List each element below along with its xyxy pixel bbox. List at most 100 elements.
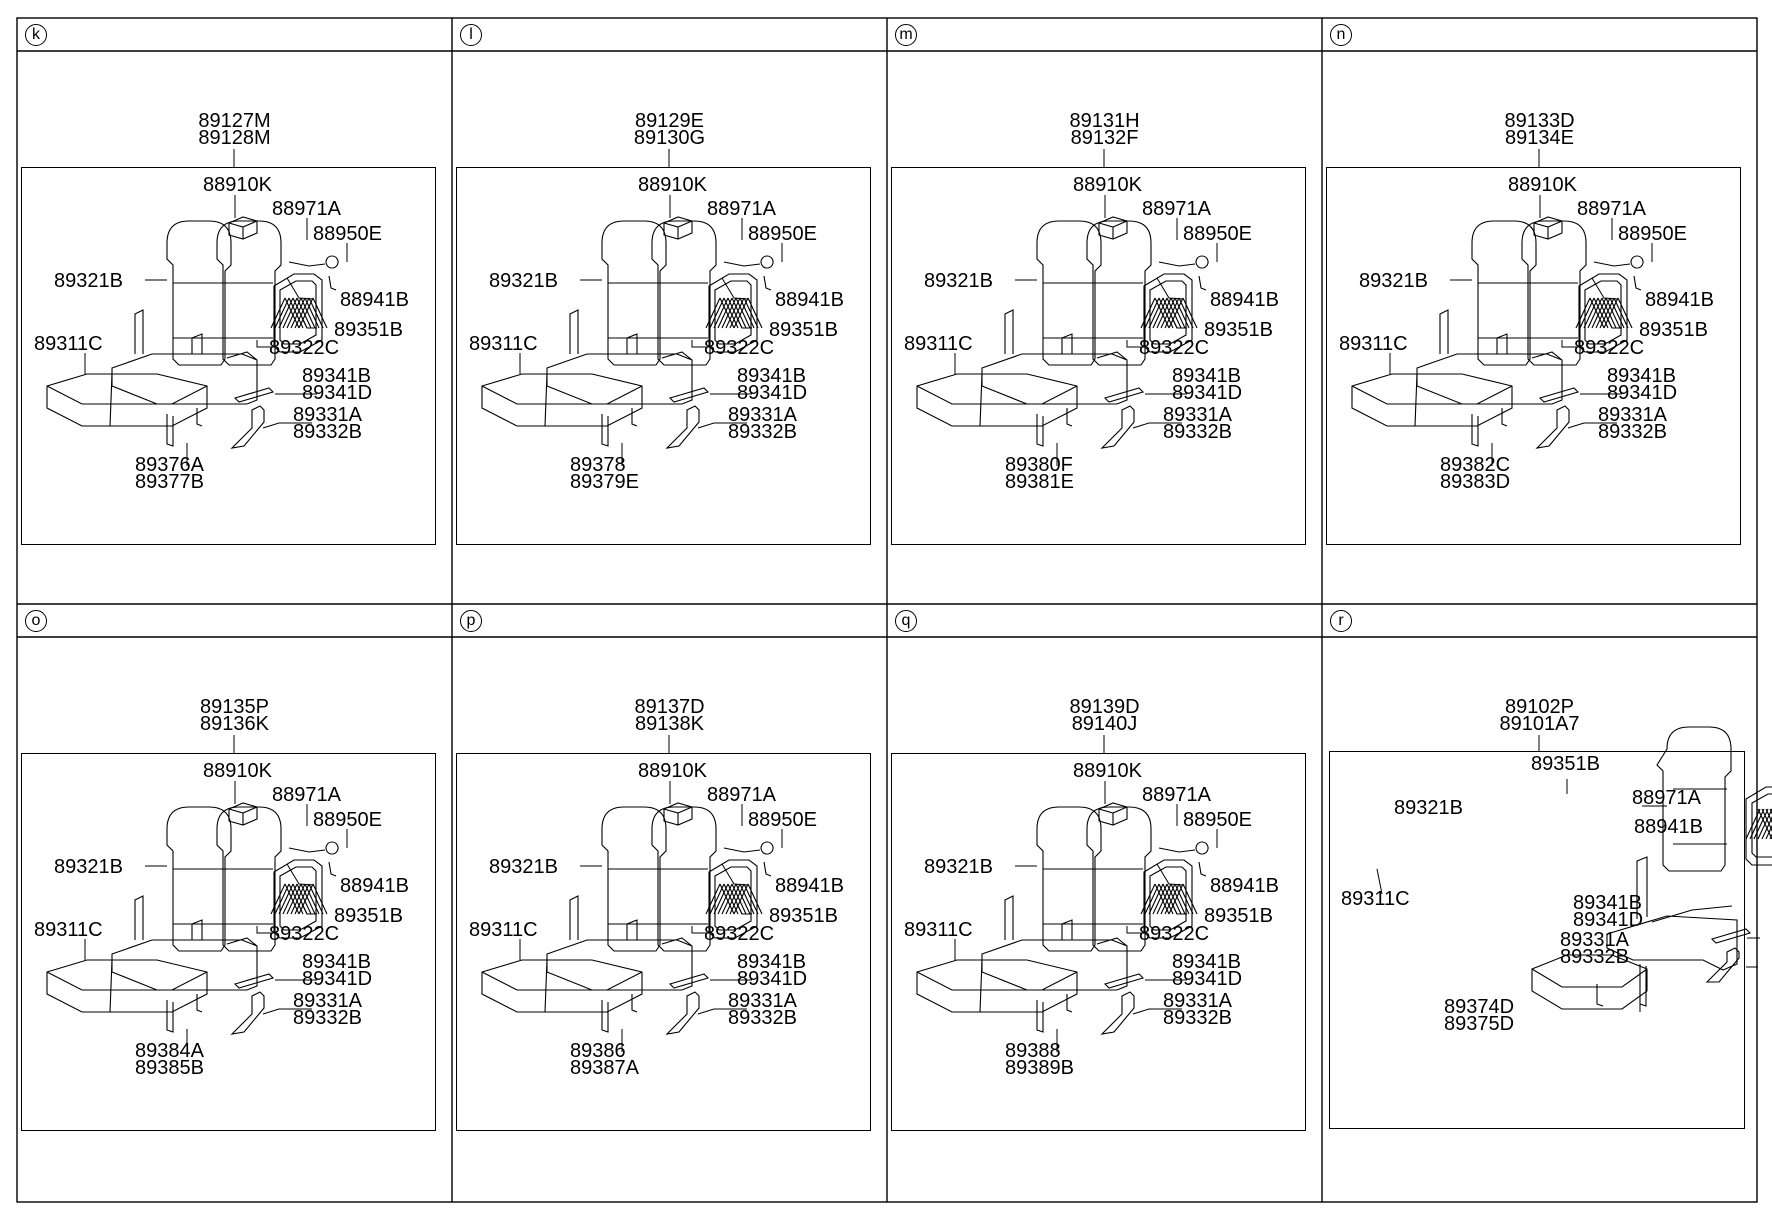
seat-back-left-shape	[601, 806, 667, 952]
assembly-number-primary: 89102P	[1505, 696, 1574, 718]
panel-letter-badge: p	[460, 610, 482, 632]
back-panel-shape	[1578, 273, 1628, 353]
side-cover-shape	[230, 405, 265, 449]
panel-illustration	[481, 735, 783, 1052]
assembly-number-secondary: 89132F	[1070, 127, 1139, 149]
net-pocket-shape	[270, 883, 328, 915]
part-label-bracket-a: 89341B	[737, 365, 806, 387]
seat-back-right-shape	[1086, 806, 1152, 952]
base-part-number-primary: 89376A	[135, 454, 204, 476]
part-label-headrest: 88910K	[638, 760, 707, 782]
part-label-handle: 88971A	[1577, 198, 1646, 220]
seat-leg-shape	[601, 994, 638, 1033]
panel-illustration	[916, 149, 1218, 466]
back-panel-shape	[273, 859, 323, 939]
handle-shape	[723, 261, 761, 267]
assembly-number-secondary: 89128M	[198, 127, 271, 149]
side-cover-shape	[1100, 405, 1135, 449]
part-label-net: 88941B	[1634, 816, 1703, 838]
headrest-shape	[228, 802, 258, 826]
part-label-hook: 88950E	[748, 223, 817, 245]
part-label-bracket-b: 89341D	[302, 382, 373, 404]
part-label-back-left: 89321B	[1359, 270, 1428, 292]
panel-header: m	[887, 18, 1322, 51]
assembly-number-primary: 89131H	[1069, 110, 1140, 132]
part-label-cover-b: 89332B	[1560, 946, 1629, 968]
base-part-number-secondary: 89385B	[135, 1057, 204, 1079]
hook-shape	[760, 255, 774, 291]
seat-cushion-shape	[916, 373, 1078, 427]
assembly-number-secondary: 89130G	[633, 127, 706, 149]
side-bracket-shape	[1103, 973, 1145, 989]
hook-shape	[1630, 255, 1644, 291]
part-label-cover-b: 89332B	[728, 421, 797, 443]
assembly-number-primary: 89133D	[1504, 110, 1575, 132]
seat-frame-shape	[546, 895, 693, 991]
assembly-number-primary: 89135P	[200, 696, 269, 718]
assembly-frame	[456, 753, 871, 1131]
assembly-frame	[891, 167, 1306, 545]
headrest-shape	[1533, 216, 1563, 240]
side-bracket-shape	[1103, 387, 1145, 403]
seat-cushion-shape	[1351, 373, 1513, 427]
net-pocket-shape	[1140, 297, 1198, 329]
part-label-net: 88941B	[775, 289, 844, 311]
part-label-cover-a: 89331A	[728, 990, 797, 1012]
seat-back-left-shape	[166, 806, 232, 952]
panel-header: k	[17, 18, 452, 51]
part-label-bracket-a: 89341B	[1607, 365, 1676, 387]
seat-frame-shape	[981, 895, 1128, 991]
net-pocket-shape	[705, 883, 763, 915]
headrest-shape	[228, 216, 258, 240]
part-label-cover-a: 89331A	[1163, 990, 1232, 1012]
seat-back-left-shape	[1036, 220, 1102, 366]
part-label-handle: 88971A	[707, 198, 776, 220]
assembly-number-secondary: 89101A7	[1499, 713, 1580, 735]
base-part-number-primary: 89374D	[1444, 996, 1515, 1018]
assembly-number-primary: 89139D	[1069, 696, 1140, 718]
part-label-cover-a: 89331A	[293, 404, 362, 426]
base-part-number-primary: 89378	[570, 454, 626, 476]
part-label-back-right: 89322C	[1574, 337, 1645, 359]
back-panel-shape	[708, 859, 758, 939]
headrest-shape	[1098, 216, 1128, 240]
part-label-cover-b: 89332B	[1163, 1007, 1232, 1029]
part-label-bracket-b: 89341D	[737, 968, 808, 990]
base-part-number-primary: 89388	[1005, 1040, 1061, 1062]
side-bracket-shape	[1538, 387, 1580, 403]
side-cover-shape	[230, 991, 265, 1035]
hook-shape	[1195, 841, 1209, 877]
handle-shape	[288, 847, 326, 853]
part-label-cushion: 89311C	[34, 919, 103, 941]
part-label-bracket-b: 89341D	[1573, 909, 1644, 931]
base-part-number-secondary: 89389B	[1005, 1057, 1074, 1079]
side-cover-shape	[665, 405, 700, 449]
seat-frame-shape	[981, 309, 1128, 405]
panel-letter-badge: o	[25, 610, 47, 632]
seat-back-right-shape	[651, 806, 717, 952]
part-label-bracket-a: 89341B	[1573, 892, 1642, 914]
seat-frame-shape	[546, 309, 693, 405]
part-label-panel: 89351B	[1639, 319, 1708, 341]
side-cover-shape	[1705, 947, 1740, 983]
part-label-panel: 89351B	[1531, 753, 1600, 775]
seat-cushion-shape	[46, 959, 208, 1013]
back-panel-shape	[1745, 786, 1772, 866]
part-label-back-right: 89322C	[1139, 337, 1210, 359]
assembly-number-primary: 89129E	[635, 110, 704, 132]
part-label-handle: 88971A	[1142, 784, 1211, 806]
side-bracket-shape	[668, 387, 710, 403]
part-label-back-left: 89321B	[1394, 797, 1463, 819]
part-label-cover-a: 89331A	[1598, 404, 1667, 426]
side-bracket-shape	[233, 973, 275, 989]
seat-back-right-shape	[1521, 220, 1587, 366]
part-label-back-left: 89321B	[489, 270, 558, 292]
seat-cushion-shape	[481, 959, 643, 1013]
part-label-bracket-a: 89341B	[1172, 951, 1241, 973]
part-label-headrest: 88910K	[638, 174, 707, 196]
part-label-net: 88941B	[775, 875, 844, 897]
side-cover-shape	[665, 991, 700, 1035]
